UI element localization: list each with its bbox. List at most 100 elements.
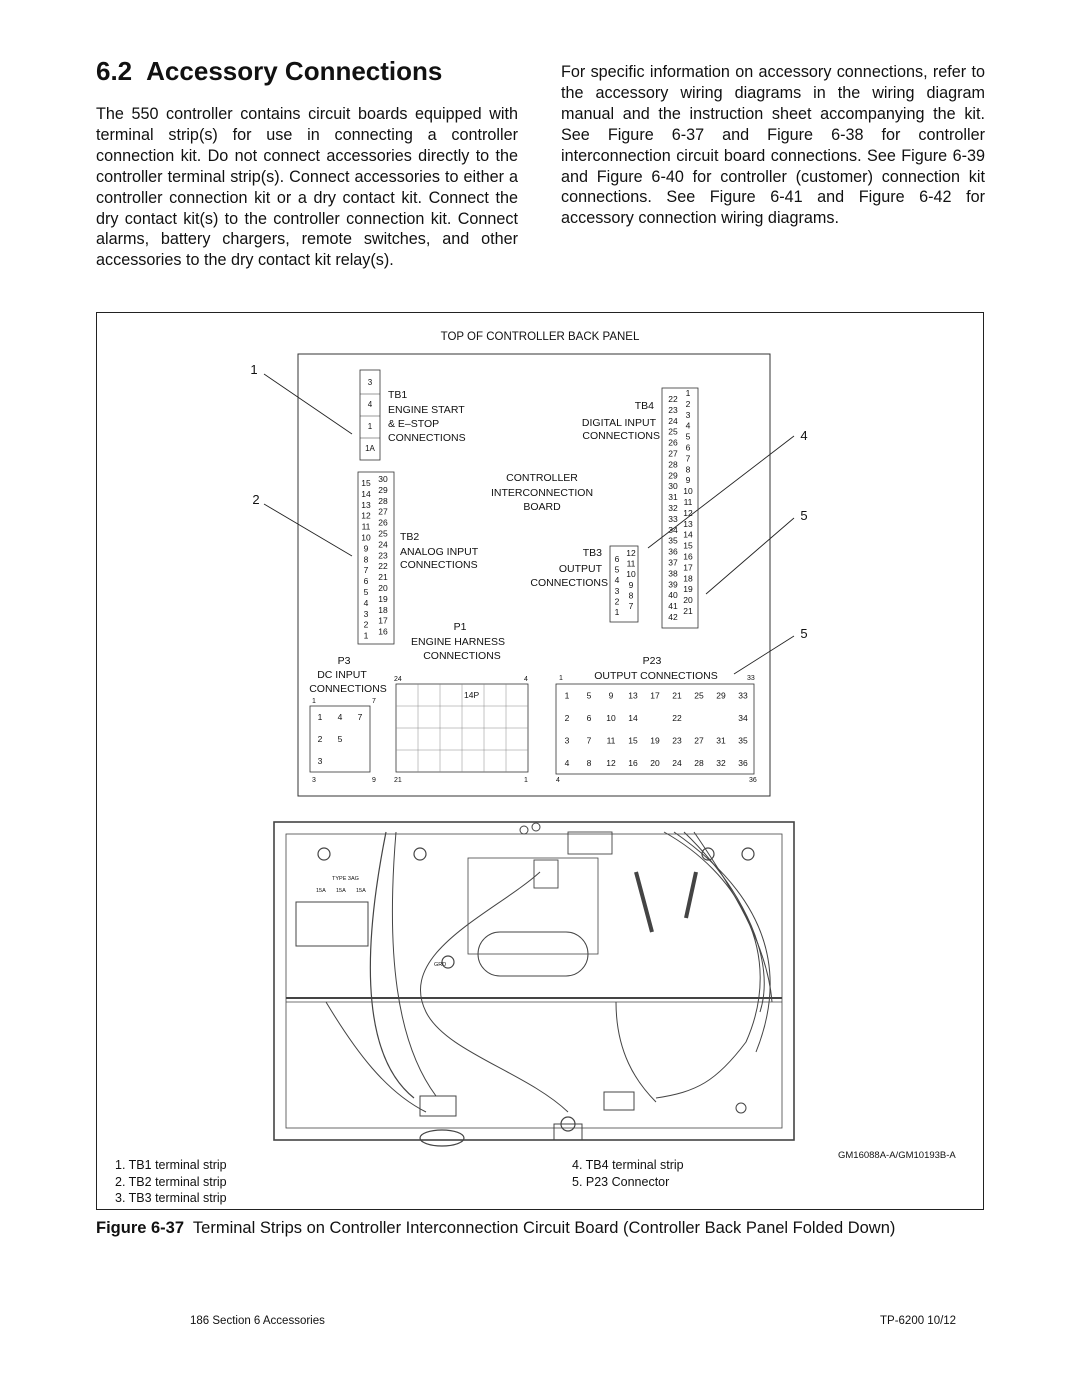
tb1-terminal: 1 — [368, 422, 373, 431]
tb4-terminal: 19 — [683, 584, 693, 594]
figure-caption: Figure 6-37 Terminal Strips on Controlle… — [96, 1218, 984, 1239]
p23-pin: 16 — [628, 758, 638, 768]
tb4-terminal: 20 — [683, 595, 693, 605]
tb2-terminal: 23 — [378, 550, 388, 560]
p23-pin: 19 — [650, 735, 660, 745]
section-title: Accessory Connections — [146, 56, 443, 86]
tb4-name: TB4 — [635, 400, 654, 412]
tb2-terminal: 5 — [364, 587, 369, 597]
tb2-terminal: 13 — [361, 500, 371, 510]
p23-pin: 21 — [672, 690, 682, 700]
fuse-rating: 15A — [336, 888, 346, 894]
p23-pin: 28 — [694, 758, 704, 768]
p3-pin: 1 — [318, 712, 323, 722]
tb2-terminal: 1 — [364, 631, 369, 641]
board-outline — [297, 353, 771, 797]
p3-name: P3 — [338, 655, 351, 667]
tb4-terminal: 5 — [686, 432, 691, 442]
p1-corner: 1 — [524, 777, 528, 784]
callout-5b: 5 — [800, 626, 807, 641]
legend-item: 3. TB3 terminal strip — [115, 1191, 227, 1206]
tb2-desc-line: ANALOG INPUT — [400, 546, 479, 558]
tb4-terminal: 21 — [683, 606, 693, 616]
tb4-terminal: 18 — [683, 573, 693, 583]
tb4-terminal: 37 — [668, 558, 678, 568]
p3-desc-line: CONNECTIONS — [309, 683, 387, 695]
tb3-terminal: 1 — [615, 607, 620, 617]
p1-corner: 21 — [394, 777, 402, 784]
tb4-desc-line: CONNECTIONS — [582, 430, 660, 442]
tb4-terminal: 41 — [668, 601, 678, 611]
tb2-terminal: 12 — [361, 511, 371, 521]
tb4-terminal: 30 — [668, 481, 678, 491]
tb4-terminal: 35 — [668, 536, 678, 546]
tb3-terminal: 11 — [627, 559, 636, 569]
tb1-desc-line: ENGINE START — [388, 404, 465, 416]
p23-name: P23 — [643, 655, 662, 667]
caption-label: Figure 6-37 — [96, 1219, 185, 1237]
leader-1 — [263, 373, 353, 435]
footer-section: 186 Section 6 Accessories — [190, 1315, 325, 1327]
tb2-terminal: 24 — [378, 539, 388, 549]
tb2-strip — [357, 471, 395, 645]
legend-item: 2. TB2 terminal strip — [115, 1174, 227, 1189]
legend-item: 4. TB4 terminal strip — [572, 1158, 684, 1172]
tb1-strip: 3 4 1 1A — [359, 369, 381, 461]
tb3-terminal: 9 — [629, 580, 634, 590]
tb4-terminal: 3 — [686, 410, 691, 420]
tb2-terminal: 3 — [364, 609, 369, 619]
tb4-terminal: 6 — [686, 443, 691, 453]
tb4-terminal: 40 — [668, 590, 678, 600]
back-panel-photo — [273, 821, 795, 1147]
legend-item: 1. TB1 terminal strip — [115, 1158, 227, 1172]
p1-desc-line: CONNECTIONS — [423, 650, 501, 662]
p1-corner: 4 — [524, 676, 528, 683]
p3-pin: 4 — [338, 712, 343, 722]
top-label: TOP OF CONTROLLER BACK PANEL — [441, 331, 640, 343]
tb4-terminal: 12 — [683, 508, 693, 518]
leader-4 — [647, 435, 795, 549]
callout-leaders — [263, 373, 795, 675]
tb3-terminal: 10 — [626, 569, 636, 579]
tb4-terminal: 32 — [668, 503, 678, 513]
p3-pin: 5 — [338, 734, 343, 744]
tb2-terminal: 22 — [378, 561, 388, 571]
tb2-terminal: 11 — [362, 522, 371, 532]
board-label-line: INTERCONNECTION — [491, 487, 593, 499]
tb3-desc-line: CONNECTIONS — [530, 577, 608, 589]
board-label-line: BOARD — [523, 501, 561, 513]
p23-corner: 1 — [559, 675, 563, 682]
fuse-type-label: TYPE 3AG — [332, 876, 359, 882]
tb2-terminal: 16 — [378, 627, 388, 637]
tb3-terminal: 3 — [615, 586, 620, 596]
tb2-terminal: 19 — [378, 594, 388, 604]
p1-corner: 24 — [394, 676, 402, 683]
tb4-terminal: 1 — [686, 388, 691, 398]
legend-left: 1. TB1 terminal strip 2. TB2 terminal st… — [115, 1157, 227, 1207]
p23-pin: 23 — [672, 735, 682, 745]
footer-doc-number: TP-6200 10/12 — [880, 1315, 957, 1327]
tb2-terminal: 15 — [361, 478, 371, 488]
p23-pin: 1 — [565, 690, 570, 700]
tb2-terminal: 2 — [364, 620, 369, 630]
wiring-figure: TOP OF CONTROLLER BACK PANEL 1 2 4 5 5 3… — [250, 331, 808, 1147]
tb2-terminal: 7 — [364, 565, 369, 575]
p23-pin: 24 — [672, 758, 682, 768]
tb2-terminal: 14 — [361, 489, 371, 499]
fuse-rating: 15A — [316, 888, 326, 894]
tb2-terminal: 20 — [378, 583, 388, 593]
tb4-terminals: 2223242526272829303132333435363738394041… — [668, 388, 693, 622]
tb2-terminal: 30 — [378, 474, 388, 484]
p23-pin: 31 — [716, 735, 726, 745]
tb3-name: TB3 — [583, 547, 602, 559]
tb2-terminal: 9 — [364, 543, 369, 553]
p3-corner: 3 — [312, 777, 316, 784]
tb1-desc-line: CONNECTIONS — [388, 432, 466, 444]
tb4-terminal: 28 — [668, 459, 678, 469]
p3-corner: 9 — [372, 777, 376, 784]
tb4-terminal: 27 — [668, 449, 678, 459]
leader-2 — [263, 503, 353, 557]
